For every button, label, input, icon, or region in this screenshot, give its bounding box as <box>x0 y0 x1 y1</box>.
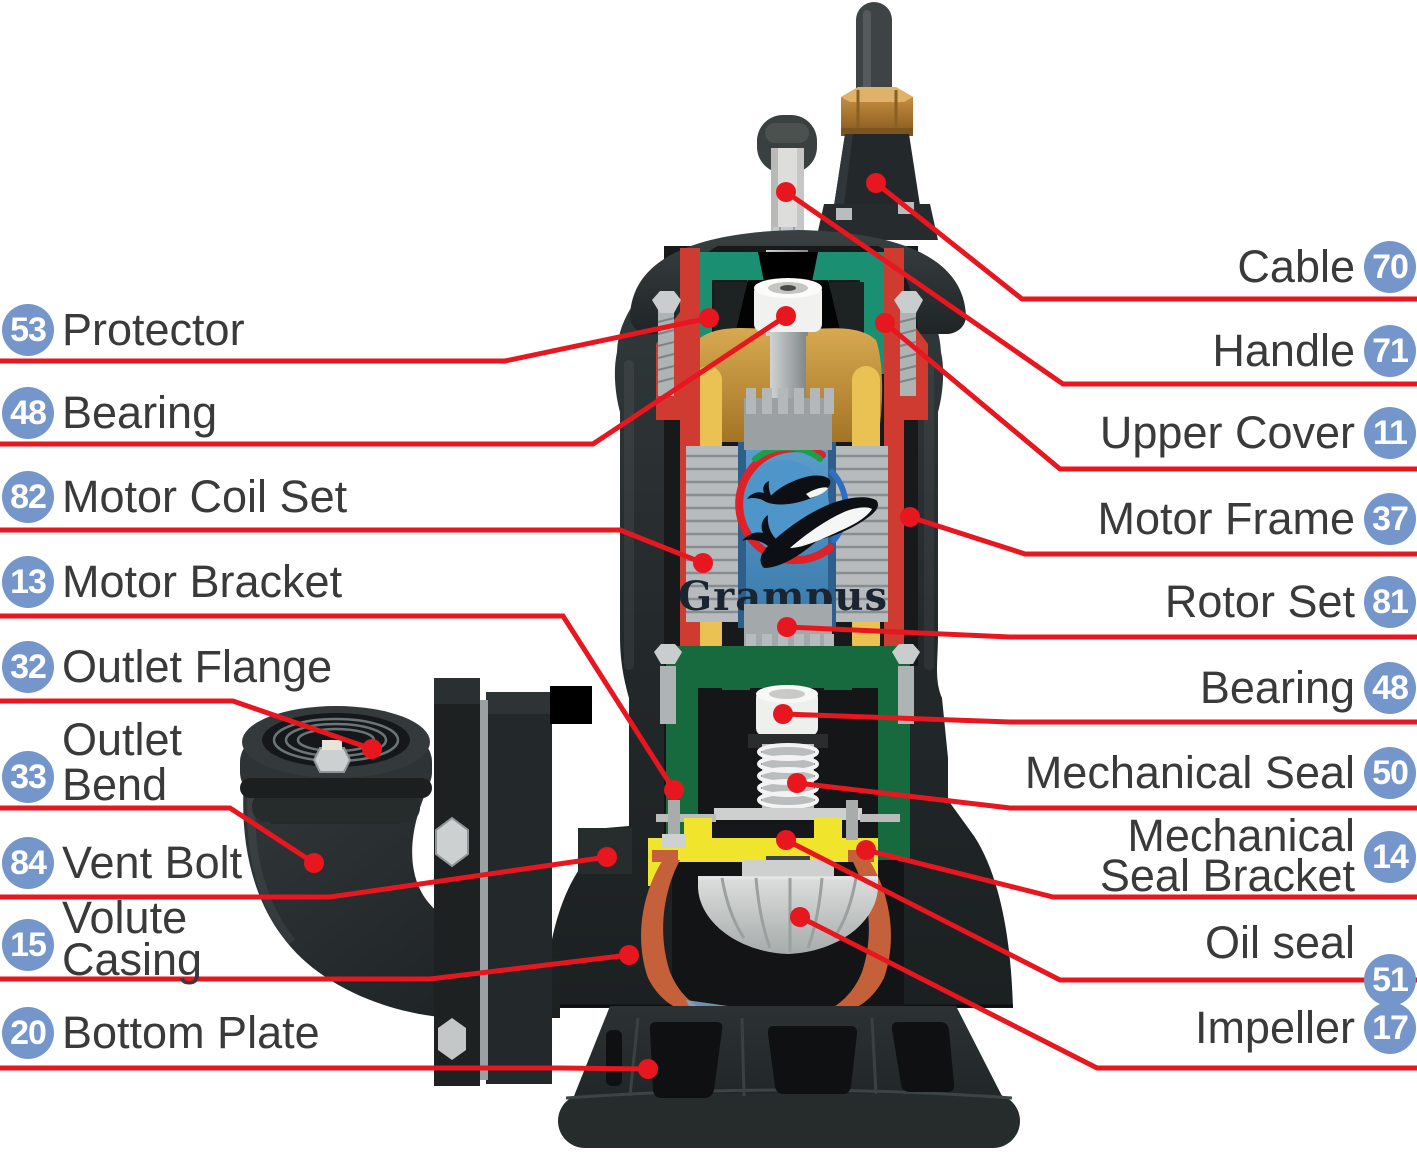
callout-volute-casing-label-1: Volute <box>62 892 188 943</box>
callout-rotor-set-number: 81 <box>1364 576 1416 628</box>
callout-motor-frame-number: 37 <box>1364 493 1416 545</box>
cable-gland <box>841 87 913 136</box>
leader-lines <box>0 173 1417 1079</box>
callout-mechanical-seal-bracket-number: 14 <box>1364 831 1416 883</box>
callout-cable-number: 70 <box>1364 241 1416 293</box>
leader-motor-frame <box>909 514 1417 557</box>
leader-cable <box>874 181 1417 302</box>
leader-dot-bearing-upper <box>776 306 796 326</box>
bracket-bolts-lower <box>654 644 920 724</box>
callout-bearing-upper-label: Bearing <box>62 387 218 438</box>
callout-motor-bracket-label: Motor Bracket <box>62 556 343 607</box>
leader-motor-bracket <box>0 613 677 792</box>
callout-rotor-set-label: Rotor Set <box>1164 576 1355 627</box>
callout-vent-bolt-number: 84 <box>2 837 54 889</box>
callout-bottom-plate-label: Bottom Plate <box>62 1007 320 1058</box>
grampus-logo: Grampus <box>678 442 887 628</box>
callout-handle-label: Handle <box>1212 325 1355 376</box>
callout-upper-cover-number: 11 <box>1364 407 1416 459</box>
leader-dot-oil-seal <box>776 830 796 850</box>
leader-dot-cable <box>866 173 886 193</box>
callout-outlet-bend-number: 33 <box>2 751 54 803</box>
callout-mechanical-seal-bracket-label-1: Mechanical <box>1127 810 1355 861</box>
leader-dot-bottom-plate <box>638 1059 658 1079</box>
callout-motor-coil-set-label: Motor Coil Set <box>62 471 348 522</box>
leader-dot-vent-bolt <box>597 847 617 867</box>
callout-mechanical-seal-bracket-label-2: Seal Bracket <box>1099 850 1355 901</box>
leader-dot-mechanical-seal-bracket <box>856 840 876 860</box>
leader-outlet-flange <box>0 698 373 752</box>
callout-bearing-lower-label: Bearing <box>1199 662 1355 713</box>
rotor-laminations-top <box>744 388 834 450</box>
leader-dot-mechanical-seal <box>787 773 807 793</box>
leader-bottom-plate <box>0 1065 649 1072</box>
leader-dot-upper-cover <box>875 313 895 333</box>
motor-coil-stator-left <box>686 446 738 622</box>
callout-oil-seal-number: 51 <box>1364 954 1416 1006</box>
leader-dot-protector <box>699 308 719 328</box>
leader-upper-cover <box>883 321 1417 472</box>
leader-dot-motor-bracket <box>664 780 684 800</box>
callout-impeller-number: 17 <box>1364 1002 1416 1054</box>
callout-volute-casing-number: 15 <box>2 919 54 971</box>
leader-dot-volute-casing <box>619 945 639 965</box>
leader-dot-motor-frame <box>900 507 920 527</box>
bottom-plate <box>558 1006 1020 1148</box>
leader-protector <box>0 315 710 364</box>
bracket-bolts-upper <box>652 291 923 396</box>
outlet-flange <box>240 706 432 824</box>
cable <box>856 2 892 106</box>
leader-outlet-bend <box>0 805 316 866</box>
leader-dot-outlet-bend <box>304 853 324 873</box>
callout-impeller-label: Impeller <box>1194 1002 1355 1053</box>
callout-mechanical-seal-number: 50 <box>1364 747 1416 799</box>
callout-motor-coil-set-number: 82 <box>2 471 54 523</box>
leader-dot-bearing-lower <box>773 704 793 724</box>
callout-volute-casing-label-2: Casing <box>62 934 203 985</box>
leader-mechanical-seal-bracket <box>865 847 1417 900</box>
mounting-plate <box>434 678 592 1086</box>
callout-vent-bolt-label: Vent Bolt <box>62 837 243 888</box>
mechanical-seal <box>748 734 828 816</box>
orca-small <box>766 475 831 505</box>
callout-upper-cover-label: Upper Cover <box>1099 407 1355 458</box>
leader-handle <box>784 189 1417 387</box>
callout-bearing-upper-number: 48 <box>2 387 54 439</box>
mechanical-seal-bracket <box>648 800 900 886</box>
leader-dot-rotor-set <box>777 617 797 637</box>
callout-handle-number: 71 <box>1364 325 1416 377</box>
callout-outlet-flange-number: 32 <box>2 641 54 693</box>
callout-protector-number: 53 <box>2 304 54 356</box>
callout-outlet-bend-label-2: Bend <box>62 759 168 810</box>
leader-volute-casing <box>0 952 630 982</box>
leader-motor-coil-set <box>0 527 704 566</box>
callout-mechanical-seal-label: Mechanical Seal <box>1024 747 1355 798</box>
leader-dot-outlet-flange <box>362 739 382 759</box>
callout-outlet-bend-label-1: Outlet <box>62 714 183 765</box>
callout-bottom-plate-number: 20 <box>2 1007 54 1059</box>
leader-oil-seal <box>784 837 1417 983</box>
callout-motor-bracket-number: 13 <box>2 556 54 608</box>
leader-dot-impeller <box>790 907 810 927</box>
callout-outlet-flange-label: Outlet Flange <box>62 641 333 692</box>
leader-rotor-set <box>786 624 1417 640</box>
leader-vent-bolt <box>0 854 608 900</box>
leader-bearing-upper <box>0 313 788 447</box>
motor-coil-stator-right <box>836 446 888 622</box>
leader-mechanical-seal <box>796 780 1417 811</box>
leader-dot-handle <box>776 182 796 202</box>
leader-bearing-lower <box>782 711 1417 725</box>
callout-protector-label: Protector <box>62 304 245 355</box>
callout-oil-seal-label: Oil seal <box>1204 917 1355 968</box>
callout-bearing-lower-number: 48 <box>1364 662 1416 714</box>
leader-impeller <box>798 914 1417 1071</box>
callout-motor-frame-label: Motor Frame <box>1097 493 1355 544</box>
leader-dot-motor-coil-set <box>693 553 713 573</box>
callout-cable-label: Cable <box>1237 241 1355 292</box>
